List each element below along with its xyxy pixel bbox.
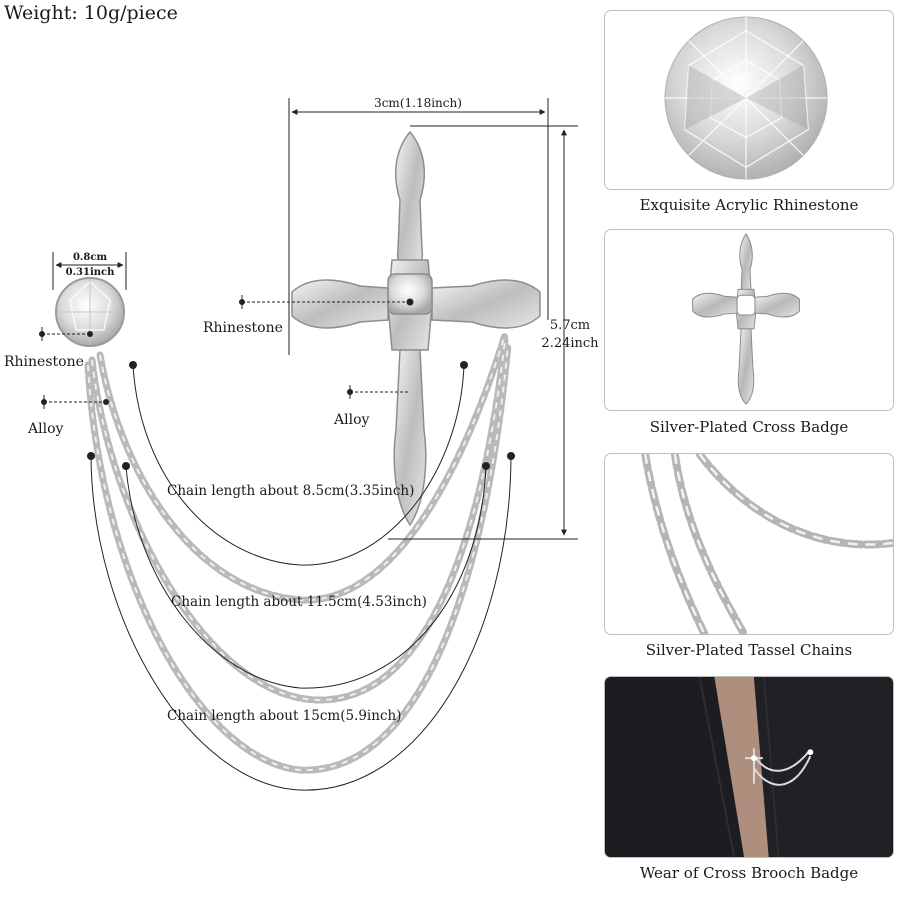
- tassel-chains-photo-panel: [604, 453, 894, 635]
- wear-photo-panel: [604, 676, 894, 858]
- cross-badge-photo: [692, 233, 800, 405]
- caption-wear: Wear of Cross Brooch Badge: [639, 864, 859, 882]
- tassel-chains: [84, 331, 512, 774]
- cross-width-label: 3cm(1.18inch): [374, 96, 462, 110]
- caption-cross-badge: Silver-Plated Cross Badge: [649, 418, 849, 436]
- alloy-label-cross: Alloy: [333, 412, 369, 428]
- chain-length-long: Chain length about 15cm(5.9inch): [167, 708, 401, 724]
- wear-photo: [605, 677, 893, 857]
- caption-rhinestone: Exquisite Acrylic Rhinestone: [639, 196, 859, 214]
- cross-badge-photo-panel: [604, 229, 894, 411]
- weight-label: Weight: 10g/piece: [4, 2, 178, 24]
- cross-badge: [291, 130, 541, 527]
- chain-length-medium: Chain length about 11.5cm(4.53inch): [171, 594, 427, 610]
- product-dimension-diagram: 3cm(1.18inch) 5.7cm 2.24inch 0.8cm 0.31i…: [4, 96, 599, 791]
- chain-arc-short: [132, 364, 465, 566]
- round-rhinestone-pin: [55, 277, 125, 347]
- tassel-chains-photo: [641, 454, 893, 634]
- stone-width-cm: 0.8cm: [73, 252, 107, 263]
- rhinestone-label-left: Rhinestone: [4, 354, 84, 370]
- chain-length-short: Chain length about 8.5cm(3.35inch): [167, 483, 414, 499]
- cross-height-inch: 2.24inch: [541, 336, 599, 351]
- alloy-label-left: Alloy: [27, 421, 63, 437]
- chain-arc-long: [90, 455, 512, 791]
- rhinestone-label-cross: Rhinestone: [203, 320, 283, 336]
- stone-width-inch: 0.31inch: [66, 267, 116, 278]
- chain-arc-medium: [125, 465, 487, 689]
- rhinestone-photo-panel: [604, 10, 894, 190]
- cross-height-cm: 5.7cm: [550, 318, 590, 333]
- rhinestone-photo: [664, 16, 828, 180]
- cross-center-rhinestone: [387, 273, 433, 315]
- caption-tassel-chains: Silver-Plated Tassel Chains: [645, 641, 853, 659]
